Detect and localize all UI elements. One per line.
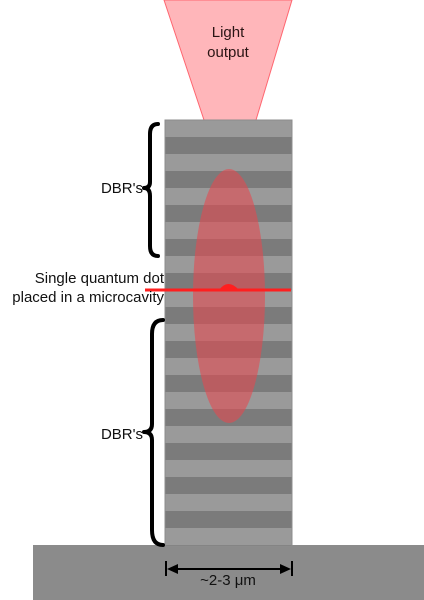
light-output-label: Light output	[164, 23, 292, 63]
cavity-mode-ellipse-icon	[193, 169, 265, 423]
quantum-dot-icon	[219, 284, 239, 290]
pillar-outline	[164, 119, 293, 547]
pillar-width-label: ~2-3 μm	[200, 572, 256, 589]
quantum-dot-label: Single quantum dot placed in a microcavi…	[0, 269, 164, 307]
bottom-dbr-bracket	[142, 318, 165, 547]
left-arrowhead-icon	[167, 564, 178, 574]
right-arrowhead-icon	[280, 564, 291, 574]
quantum-dot-line-2: placed in a microcavity	[12, 289, 164, 306]
dbr-layer	[165, 477, 292, 494]
top-dbr-bracket	[142, 122, 160, 258]
dbr-layer	[165, 154, 292, 171]
dbr-layer	[165, 443, 292, 460]
dbr-layer	[165, 494, 292, 511]
dbr-layer	[165, 426, 292, 443]
dbr-layer	[165, 137, 292, 154]
quantum-dot-line-1: Single quantum dot	[34, 270, 164, 287]
dbr-layer	[165, 511, 292, 528]
dbr-layer	[165, 120, 292, 137]
dbr-layer	[165, 528, 292, 545]
light-output-line-1: Light	[211, 24, 245, 41]
top-dbr-label: DBR's	[100, 180, 144, 197]
light-output-line-2: output	[207, 44, 249, 61]
substrate	[33, 545, 424, 600]
bottom-dbr-label: DBR's	[100, 426, 144, 443]
dbr-layer	[165, 460, 292, 477]
